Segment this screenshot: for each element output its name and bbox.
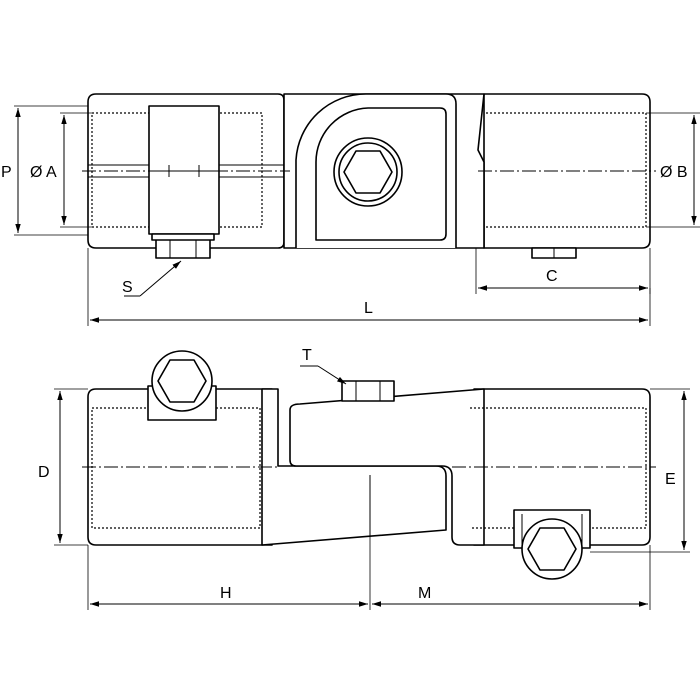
side-right-arm <box>289 388 485 546</box>
top-view <box>14 93 700 326</box>
label-l: L <box>364 300 373 317</box>
label-h: H <box>220 585 232 602</box>
dimension-labels: P Ø A Ø B S C L T D E H M <box>1 164 688 602</box>
top-hex-socket-icon <box>343 150 393 194</box>
label-m: M <box>418 585 431 602</box>
label-c: C <box>546 268 558 285</box>
label-e: E <box>665 471 676 488</box>
label-diameter-a: Ø A <box>30 164 57 181</box>
top-right-bore <box>486 112 647 228</box>
side-right-hex-icon <box>527 527 577 571</box>
label-diameter-b: Ø B <box>660 164 688 181</box>
label-s: S <box>122 279 133 296</box>
side-set-screw-t <box>341 380 395 402</box>
side-hex-bolt-icon <box>157 359 207 403</box>
label-d: D <box>38 464 50 481</box>
top-bolt-s <box>155 237 211 259</box>
side-view <box>54 350 690 610</box>
top-clamp-block <box>148 105 220 235</box>
label-t: T <box>302 347 312 364</box>
label-p: P <box>1 164 12 181</box>
